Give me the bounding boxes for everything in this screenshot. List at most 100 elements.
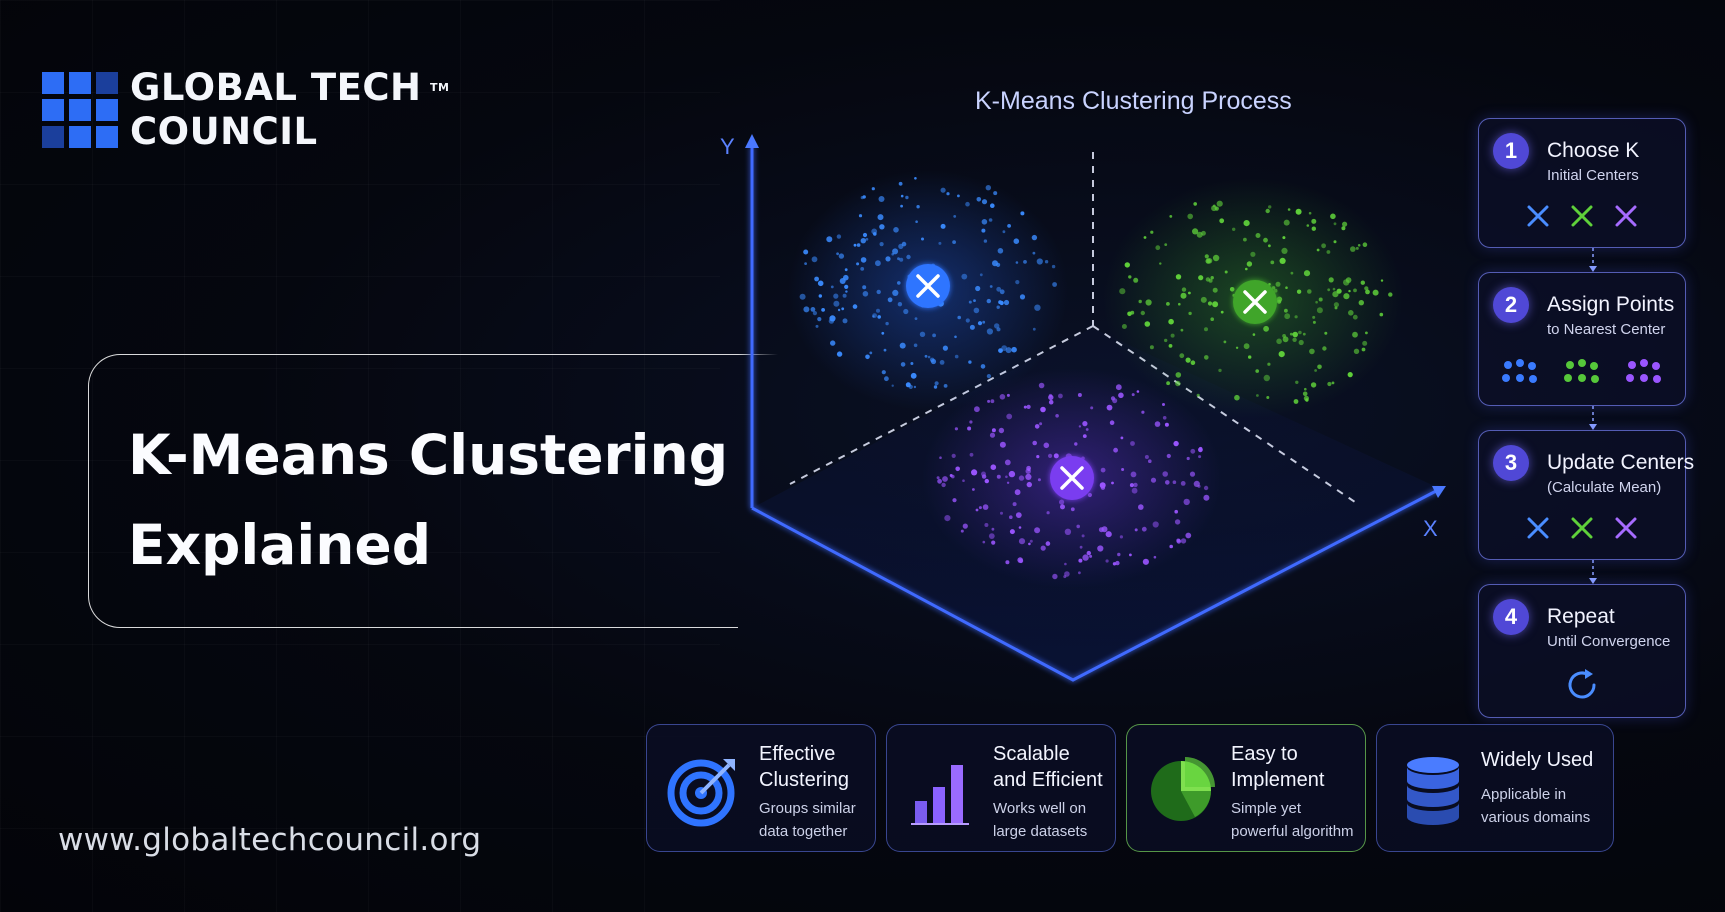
cluster-point-green <box>1271 286 1276 290</box>
cluster-point-blue <box>1036 258 1043 265</box>
cluster-point-green <box>1334 306 1338 310</box>
cluster-point-purple <box>952 498 957 503</box>
cluster-point-green <box>1292 331 1298 338</box>
cluster-point-green <box>1179 353 1185 359</box>
cluster-point-green <box>1311 226 1317 231</box>
cluster-point-blue <box>830 285 834 289</box>
cluster-point-green <box>1333 222 1337 226</box>
cluster-point-purple <box>1036 455 1040 459</box>
cluster-point-blue <box>1019 294 1026 300</box>
feature-description: Works well on large datasets <box>993 797 1087 843</box>
cluster-point-green <box>1266 396 1270 399</box>
cluster-point-green <box>1188 311 1192 316</box>
arrow-down-icon <box>1589 578 1597 584</box>
cluster-point-blue <box>938 241 942 245</box>
bar-chart-icon <box>911 765 969 825</box>
cluster-point-green <box>1353 348 1360 354</box>
cluster-point-purple <box>1055 414 1059 418</box>
cluster-point-green <box>1246 261 1253 267</box>
cluster-point-purple <box>1023 405 1027 409</box>
cluster-point-green <box>1312 320 1316 324</box>
cluster-point-green <box>1316 248 1320 252</box>
cluster-point-blue <box>993 191 998 196</box>
cluster-point-blue <box>862 285 867 290</box>
cluster-point-purple <box>1078 425 1082 428</box>
cluster-point-green <box>1204 254 1209 259</box>
cluster-point-blue <box>981 219 988 225</box>
cluster-point-purple <box>1079 545 1083 549</box>
cluster-point-purple <box>1037 478 1041 482</box>
cluster-point-blue <box>1052 282 1057 287</box>
cluster-point-blue <box>1034 304 1041 311</box>
cluster-point-green <box>1302 391 1308 397</box>
cluster-point-blue <box>906 254 911 260</box>
cluster-point-green <box>1306 224 1310 227</box>
centroid-green <box>1233 280 1277 324</box>
cluster-point-green <box>1211 205 1217 212</box>
cluster-point-green <box>1317 364 1322 370</box>
cluster-point-blue <box>924 354 928 358</box>
cluster-point-blue <box>914 177 917 180</box>
cluster-point-green <box>1364 286 1369 291</box>
cluster-point-purple <box>1153 555 1157 559</box>
cluster-point-purple <box>1173 440 1179 447</box>
cluster-point-blue <box>875 260 881 267</box>
cluster-point-purple <box>942 476 948 482</box>
cluster-point-green <box>1321 243 1326 249</box>
feature-desc-line-1: Works well on <box>993 800 1087 817</box>
cluster-point-blue <box>872 313 877 318</box>
cluster-point-green <box>1164 338 1168 343</box>
cluster-point-green <box>1333 302 1339 308</box>
cluster-point-purple <box>1152 521 1159 528</box>
cluster-point-green <box>1263 237 1268 243</box>
cluster-point-green <box>1365 289 1370 295</box>
cluster-point-green <box>1192 228 1199 235</box>
cluster-point-blue <box>934 381 939 386</box>
cluster-point-blue <box>932 333 936 338</box>
dot-group-icon-purple <box>1626 359 1661 383</box>
cluster-point-blue <box>810 307 816 312</box>
cluster-point-purple <box>1027 468 1031 472</box>
page-title: K-Means Clustering Explained <box>128 410 748 590</box>
cluster-point-purple <box>1009 529 1015 535</box>
cluster-point-blue <box>942 345 949 351</box>
cluster-point-green <box>1164 243 1168 247</box>
cluster-point-purple <box>1141 410 1145 414</box>
cluster-point-purple <box>1098 527 1104 533</box>
cluster-point-blue <box>940 223 946 229</box>
cluster-point-purple <box>1046 511 1050 515</box>
cluster-point-purple <box>1018 475 1025 481</box>
cluster-point-purple <box>951 474 955 479</box>
cluster-point-purple <box>1169 544 1173 549</box>
cluster-point-purple <box>989 432 996 438</box>
cluster-point-blue <box>910 362 914 365</box>
cluster-point-blue <box>803 306 810 313</box>
cluster-point-green <box>1379 312 1384 317</box>
cluster-point-blue <box>997 248 1004 254</box>
database-icon <box>1407 757 1459 825</box>
cluster-point-green <box>1155 245 1161 251</box>
brand-name: GLOBAL TECH COUNCIL TM <box>130 66 449 154</box>
cluster-point-purple <box>990 399 995 404</box>
cluster-point-green <box>1316 307 1323 314</box>
cluster-point-purple <box>1081 534 1085 538</box>
cluster-point-green <box>1229 287 1235 292</box>
cluster-point-purple <box>1110 396 1116 401</box>
cluster-point-purple <box>1090 406 1094 410</box>
cluster-point-green <box>1361 347 1366 352</box>
cluster-point-blue <box>914 317 918 320</box>
cluster-point-green <box>1178 302 1181 306</box>
cluster-point-blue <box>981 228 986 233</box>
website-url[interactable]: www.globaltechcouncil.org <box>58 822 482 858</box>
cluster-point-purple <box>1064 571 1070 577</box>
cluster-point-purple <box>1087 492 1092 498</box>
cluster-point-green <box>1234 394 1240 401</box>
feature-card-easy-to-implement: Easy to Implement Simple yet powerful al… <box>1126 724 1366 852</box>
cluster-point-green <box>1282 336 1289 343</box>
cluster-point-blue <box>815 324 819 328</box>
arrow-down-icon <box>1589 266 1597 272</box>
cluster-point-blue <box>884 376 889 382</box>
cluster-point-blue <box>885 321 889 326</box>
cluster-point-blue <box>817 317 822 322</box>
cluster-point-purple <box>981 474 987 479</box>
